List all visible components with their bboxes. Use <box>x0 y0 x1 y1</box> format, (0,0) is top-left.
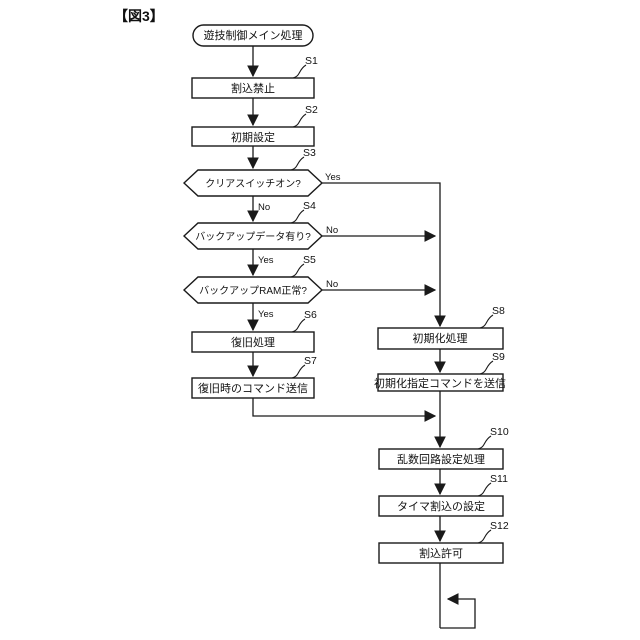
step-s10-id: S10 <box>490 426 509 438</box>
step-s5-id: S5 <box>303 254 316 266</box>
step-s3-id: S3 <box>303 147 316 159</box>
step-s8-leader <box>479 314 494 329</box>
step-s6-box <box>191 331 315 353</box>
step-s2-label: 初期設定 <box>231 130 275 144</box>
branch-no-s4: No <box>326 225 338 236</box>
step-s7-label: 復旧時のコマンド送信 <box>198 381 308 395</box>
step-s9-box <box>377 373 504 392</box>
step-s3-label: クリアスイッチオン? <box>205 178 301 190</box>
branch-yes-s3: Yes <box>325 172 341 183</box>
step-s9-label: 初期化指定コマンドを送信 <box>374 376 506 390</box>
connector-s7-merge <box>252 398 437 422</box>
connector-s3-yes-s8 <box>322 182 446 328</box>
step-s5-decision <box>182 276 324 304</box>
step-s12-id: S12 <box>490 520 509 532</box>
step-s7-leader <box>291 364 306 379</box>
step-s3-decision <box>182 169 324 197</box>
step-s2-id: S2 <box>305 104 318 116</box>
step-s3-leader <box>290 156 305 171</box>
step-s1-box <box>191 77 315 99</box>
step-s4-id: S4 <box>303 200 316 212</box>
branch-no-s5: No <box>326 279 338 290</box>
step-s4-leader <box>290 209 305 224</box>
branch-yes-s4: Yes <box>258 255 274 266</box>
step-s5-leader <box>290 263 305 278</box>
step-s4-decision <box>182 222 324 250</box>
step-s11-leader <box>477 482 492 497</box>
step-s11-box <box>378 495 504 517</box>
step-s2-leader <box>292 113 307 128</box>
step-s9-leader <box>479 360 494 375</box>
step-s1-leader <box>292 64 307 79</box>
step-s10-leader <box>477 435 492 450</box>
step-s6-label: 復旧処理 <box>231 336 275 349</box>
step-s11-label: タイマ割込の設定 <box>397 499 485 513</box>
step-s7-box <box>191 377 315 399</box>
step-s8-id: S8 <box>492 305 505 317</box>
branch-no-s3: No <box>258 202 270 213</box>
start-terminal-label: 遊技制御メイン処理 <box>204 28 303 42</box>
step-s12-label: 割込許可 <box>419 546 463 560</box>
step-s8-label: 初期化処理 <box>413 331 468 345</box>
step-s11-id: S11 <box>490 473 508 485</box>
step-s1-id: S1 <box>305 55 318 67</box>
start-terminal <box>192 24 314 47</box>
step-s4-label: バックアップデータ有り? <box>195 230 311 243</box>
step-s5-label: バックアップRAM正常? <box>199 284 307 297</box>
step-s7-id: S7 <box>304 355 317 367</box>
step-s2-box <box>191 126 315 147</box>
branch-yes-s5: Yes <box>258 309 274 320</box>
step-s8-box <box>377 327 504 350</box>
step-s12-box <box>378 542 504 564</box>
step-s10-label: 乱数回路設定処理 <box>397 452 485 466</box>
loop-back-arrow <box>440 593 476 629</box>
step-s12-leader <box>477 529 492 544</box>
figure-label: 【図3】 <box>114 8 164 24</box>
step-s6-leader <box>291 318 306 333</box>
step-s1-label: 割込禁止 <box>231 81 275 95</box>
step-s9-id: S9 <box>492 351 505 363</box>
step-s10-box <box>378 448 504 470</box>
step-s6-id: S6 <box>304 309 317 321</box>
